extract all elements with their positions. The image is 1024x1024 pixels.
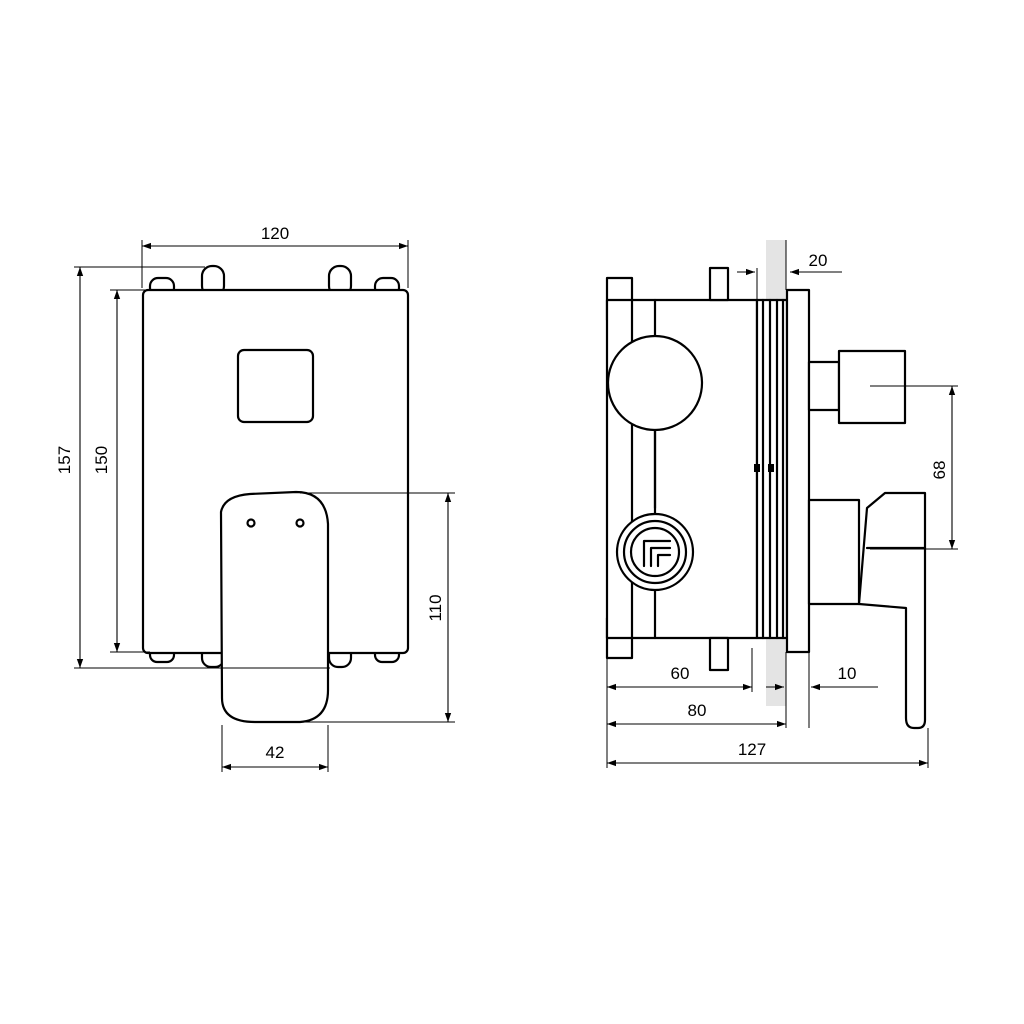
diverter-button (236, 348, 315, 424)
handle-screw-right (295, 518, 305, 528)
dim-label-width: 120 (261, 224, 289, 243)
dim-label-handle-reach: 110 (426, 594, 445, 621)
diverter-knob (837, 349, 907, 425)
side-view: 20 68 60 10 80 127 (605, 240, 958, 768)
inlet-port-inner (629, 526, 681, 578)
handle-screw-left (246, 518, 256, 528)
cover-plate-side (785, 288, 811, 654)
seal-mark (754, 464, 760, 472)
inlet-port-ring (622, 519, 688, 585)
outlet-port-upper (606, 334, 704, 432)
pin-top (708, 266, 730, 302)
dim-label-box-depth: 80 (688, 701, 707, 720)
handle-lever-side (857, 491, 927, 730)
dim-label-height-outer: 157 (55, 446, 74, 474)
inlet-square-detail (642, 539, 672, 568)
front-view: 120 157 150 110 42 (55, 224, 455, 772)
dim-label-total-depth: 127 (738, 740, 766, 759)
dim-label-body-depth: 60 (671, 664, 690, 683)
pin-bottom (708, 636, 730, 672)
diverter-stem (807, 360, 841, 412)
dim-label-wall: 20 (809, 251, 828, 270)
dim-label-handle-width: 42 (266, 743, 285, 762)
handle-lever (219, 490, 330, 724)
seal-mark (768, 464, 774, 472)
dim-label-spout-offset: 68 (930, 461, 949, 480)
dim-label-height-inner: 150 (92, 446, 111, 474)
inlet-port-lower (615, 512, 695, 592)
cartridge-housing (807, 498, 861, 606)
dim-label-gap: 10 (838, 664, 857, 683)
